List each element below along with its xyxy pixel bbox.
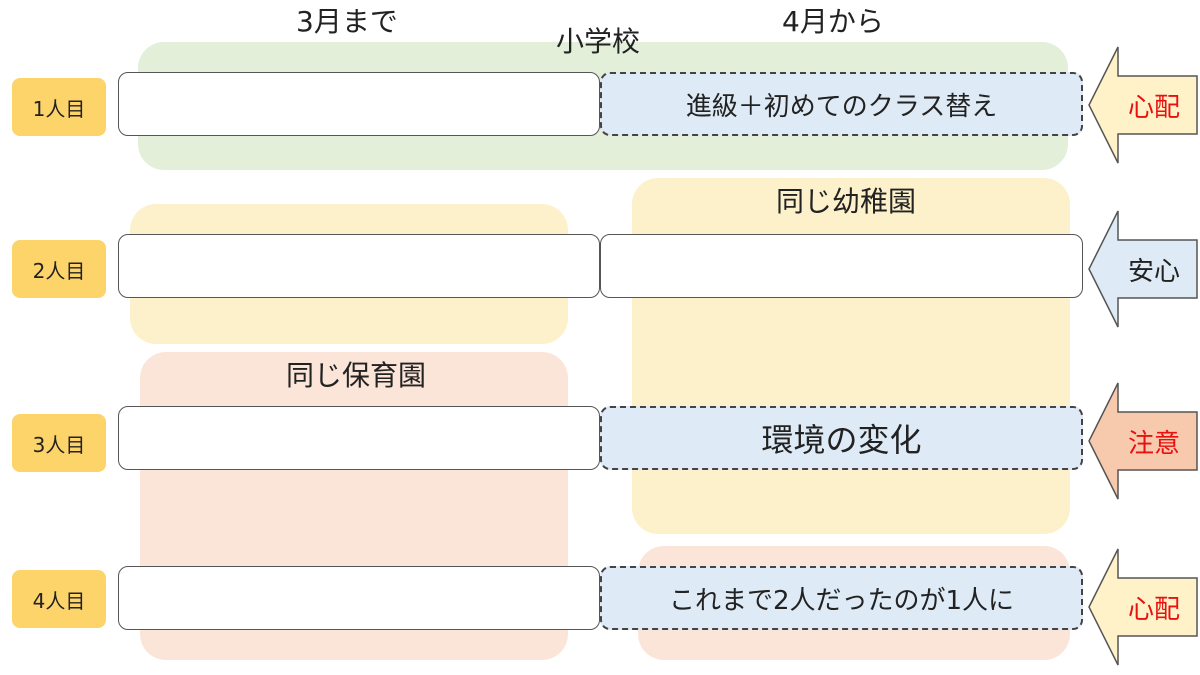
row-4-status-arrow: 心配 xyxy=(1088,548,1198,666)
zone-label-same-nursery: 同じ保育園 xyxy=(286,359,427,392)
header-from-april: 4月から xyxy=(782,5,884,38)
row-3-status-arrow: 注意 xyxy=(1088,382,1198,500)
row-2-status-arrow: 安心 xyxy=(1088,210,1198,328)
left-arrow-icon xyxy=(1088,210,1198,328)
left-arrow-icon xyxy=(1088,548,1198,666)
child-label-4: 4人目 xyxy=(12,570,106,628)
row-4-after-bar: これまで2人だったのが1人に xyxy=(600,566,1083,630)
child-label-3: 3人目 xyxy=(12,414,106,472)
row-3-before-bar xyxy=(118,406,600,470)
row-1-change-text: 進級＋初めてのクラス替え xyxy=(685,91,998,122)
child-label-2: 2人目 xyxy=(12,240,106,298)
row-3-after-bar: 環境の変化 xyxy=(600,406,1083,470)
left-arrow-icon xyxy=(1088,382,1198,500)
row-1-before-bar xyxy=(118,72,600,136)
row-1-status-arrow: 心配 xyxy=(1088,46,1198,164)
kindergarten-zone xyxy=(632,178,1070,534)
child-label-1: 1人目 xyxy=(12,78,106,136)
zone-label-elementary-school: 小学校 xyxy=(556,25,641,58)
left-arrow-icon xyxy=(1088,46,1198,164)
row-3-change-text: 環境の変化 xyxy=(761,421,922,459)
row-4-before-bar xyxy=(118,566,600,630)
row-2-before-bar xyxy=(118,234,600,298)
header-until-march: 3月まで xyxy=(296,5,398,38)
row-2-after-bar xyxy=(600,234,1083,298)
row-2-status-text: 安心 xyxy=(1127,256,1180,287)
row-4-status-text: 心配 xyxy=(1127,594,1180,625)
row-3-status-text: 注意 xyxy=(1127,428,1180,459)
row-4-change-text: これまで2人だったのが1人に xyxy=(668,585,1015,616)
row-1-status-text: 心配 xyxy=(1127,92,1180,123)
row-1-after-bar: 進級＋初めてのクラス替え xyxy=(600,72,1083,136)
zone-label-same-kindergarten: 同じ幼稚園 xyxy=(776,185,917,218)
